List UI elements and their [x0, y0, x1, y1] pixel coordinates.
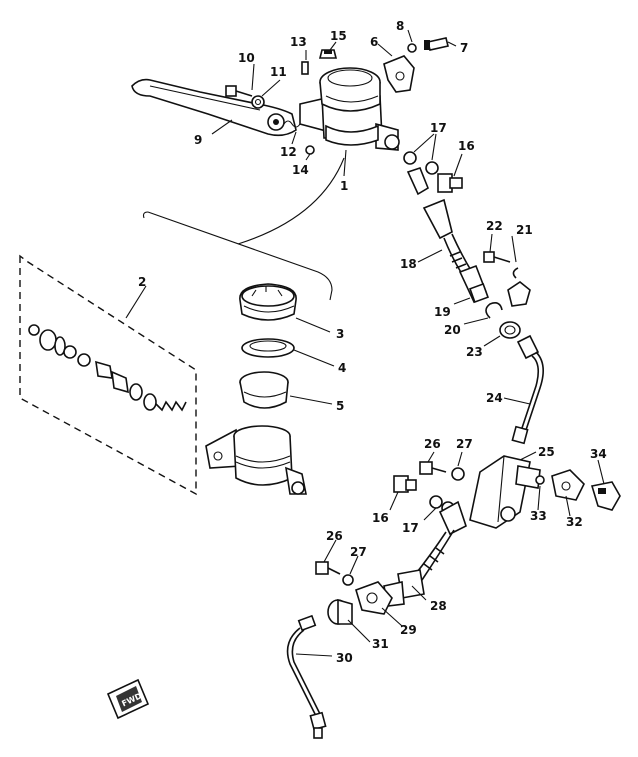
callout-18: 18	[400, 257, 417, 271]
callout-15: 15	[330, 29, 347, 43]
callout-16-upper: 16	[458, 139, 475, 153]
callout-5: 5	[336, 399, 344, 413]
brake-switch-bracket	[383, 55, 415, 93]
banjo-fitting	[355, 581, 393, 615]
callout-13: 13	[290, 35, 307, 49]
callout-leaders	[211, 29, 605, 657]
callout-4: 4	[338, 361, 346, 375]
union-bolt-upper	[437, 173, 463, 193]
callout-labels: 1 2 3 4 5 6 7 8 9 10 11 12 13 14 15 16 1…	[138, 19, 607, 665]
switch-connector	[590, 481, 621, 511]
callout-31: 31	[372, 637, 389, 651]
callout-26-lower: 26	[326, 529, 343, 543]
copper-washer-lower-a	[429, 495, 443, 509]
bracket-bolt	[483, 251, 511, 263]
switch-washer-lower	[535, 475, 545, 485]
front-direction-badge: FWD	[106, 678, 150, 720]
callout-30: 30	[336, 651, 353, 665]
joint-washer	[451, 467, 465, 481]
hose-clip	[485, 302, 503, 319]
callout-1: 1	[340, 179, 348, 193]
callout-7: 7	[460, 41, 468, 55]
switch-screw	[424, 37, 449, 51]
small-washer	[305, 145, 315, 155]
callout-20: 20	[444, 323, 461, 337]
callout-23: 23	[466, 345, 483, 359]
callout-17-lower: 17	[402, 521, 419, 535]
hose-bracket	[507, 267, 531, 307]
three-way-joint	[469, 455, 541, 529]
pivot-nut	[251, 95, 265, 109]
caliper-washer	[342, 574, 354, 586]
callout-34: 34	[590, 447, 607, 461]
callout-10: 10	[238, 51, 255, 65]
brake-pipe-lower	[286, 614, 327, 739]
callout-27-upper: 27	[456, 437, 473, 451]
callout-8: 8	[396, 19, 404, 33]
callout-2: 2	[138, 275, 146, 289]
callout-33: 33	[530, 509, 547, 523]
callout-25: 25	[538, 445, 555, 459]
brake-lever	[131, 78, 297, 137]
callout-9: 9	[194, 133, 202, 147]
detail-frame-hook	[142, 211, 149, 219]
diaphragm	[239, 371, 289, 409]
master-cylinder-body	[205, 425, 307, 495]
callout-27-lower: 27	[350, 545, 367, 559]
pivot-bolt	[225, 85, 253, 97]
callout-21: 21	[516, 223, 533, 237]
diaphragm-plate	[241, 338, 295, 358]
hose-fitting	[469, 283, 489, 303]
reservoir-cap	[239, 283, 297, 321]
master-cylinder-upper	[299, 67, 400, 151]
callout-28: 28	[430, 599, 447, 613]
joint-bolt	[419, 461, 447, 475]
detail-leader	[237, 157, 345, 245]
callout-3: 3	[336, 327, 344, 341]
lower-brake-hose	[383, 500, 467, 607]
callout-16-lower: 16	[372, 511, 389, 525]
switch-washer	[407, 43, 417, 53]
callout-26-upper: 26	[424, 437, 441, 451]
callout-22: 22	[486, 219, 503, 233]
detail-frame-line	[147, 211, 333, 301]
diaphragm-cap	[318, 49, 338, 59]
grommet	[499, 321, 521, 339]
callout-12: 12	[280, 145, 297, 159]
callout-19: 19	[434, 305, 451, 319]
callout-14: 14	[292, 163, 309, 177]
callout-6: 6	[370, 35, 378, 49]
kit-leader	[125, 285, 147, 319]
callout-32: 32	[566, 515, 583, 529]
callout-24: 24	[486, 391, 503, 405]
brake-light-switch	[551, 469, 585, 501]
union-bolt-lower	[393, 475, 417, 493]
callout-17-upper: 17	[430, 121, 447, 135]
brake-pipe-upper	[511, 334, 544, 445]
callout-29: 29	[400, 623, 417, 637]
copper-washer-upper-b	[425, 161, 439, 175]
cap-screw	[301, 61, 309, 75]
piston-kit-parts	[28, 324, 187, 412]
caliper-bolt	[315, 561, 341, 575]
copper-washer-upper-a	[403, 151, 417, 165]
callout-11: 11	[270, 65, 287, 79]
